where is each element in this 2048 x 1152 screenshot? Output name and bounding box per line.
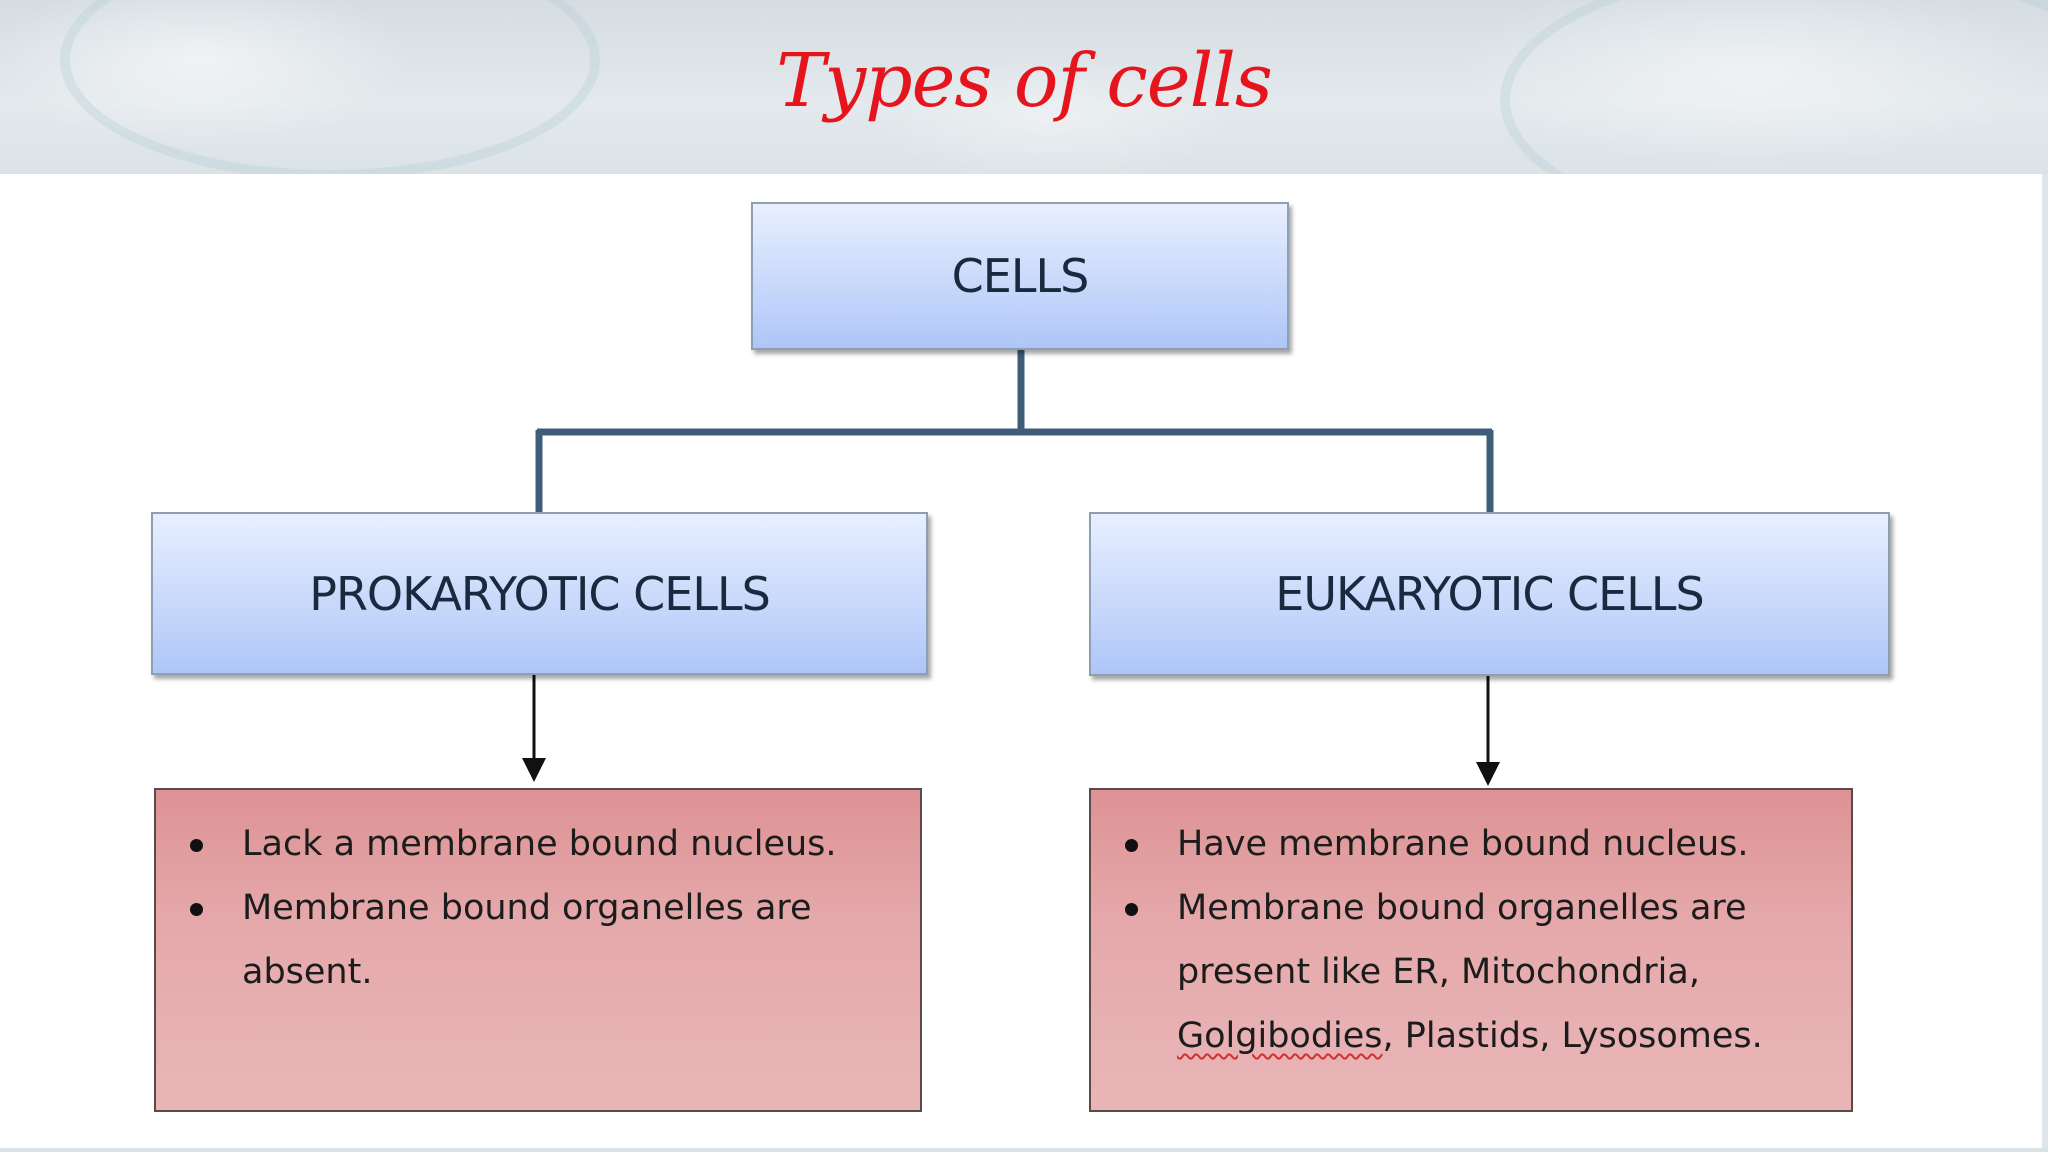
arrow-right-head: [1476, 762, 1500, 786]
list-item: Membrane bound organelles are present li…: [1121, 876, 1821, 1068]
list-item: Membrane bound organelles are absent.: [186, 876, 880, 1004]
node-label-prokaryotic: PROKARYOTIC CELLS: [309, 566, 771, 621]
bullet-icon: [190, 839, 203, 852]
root-node-cells: CELLS: [751, 202, 1289, 350]
panel-bottom-edge: [0, 1148, 2048, 1152]
root-node-label: CELLS: [951, 249, 1090, 303]
list-item: Lack a membrane bound nucleus.: [186, 812, 880, 876]
bullet-icon: [1125, 903, 1138, 916]
tree-connector: [535, 350, 1494, 512]
list-item: Have membrane bound nucleus.: [1121, 812, 1821, 876]
arrow-left-head: [522, 758, 546, 782]
eukaryotic-details-box: Have membrane bound nucleus. Membrane bo…: [1089, 788, 1853, 1112]
prokaryotic-bullet-list: Lack a membrane bound nucleus. Membrane …: [186, 812, 880, 1004]
title-banner: Types of cells: [0, 0, 2048, 240]
node-eukaryotic-cells: EUKARYOTIC CELLS: [1089, 512, 1890, 676]
spellcheck-underlined-word: Golgibodies: [1177, 1016, 1383, 1056]
bullet-text: Membrane bound organelles are present li…: [1177, 888, 1747, 992]
bullet-text: Have membrane bound nucleus.: [1177, 824, 1749, 864]
bullet-text-tail: , Plastids, Lysosomes.: [1382, 1016, 1763, 1056]
bullet-icon: [1125, 839, 1138, 852]
node-label-eukaryotic: EUKARYOTIC CELLS: [1275, 567, 1704, 621]
bullet-icon: [190, 903, 203, 916]
panel-edge: [2042, 174, 2048, 1152]
node-prokaryotic-cells: PROKARYOTIC CELLS: [151, 512, 928, 675]
bullet-text: Membrane bound organelles are absent.: [242, 888, 812, 992]
eukaryotic-bullet-list: Have membrane bound nucleus. Membrane bo…: [1121, 812, 1821, 1068]
bullet-text: Lack a membrane bound nucleus.: [242, 824, 837, 864]
prokaryotic-details-box: Lack a membrane bound nucleus. Membrane …: [154, 788, 922, 1112]
slide-title: Types of cells: [776, 38, 1273, 124]
